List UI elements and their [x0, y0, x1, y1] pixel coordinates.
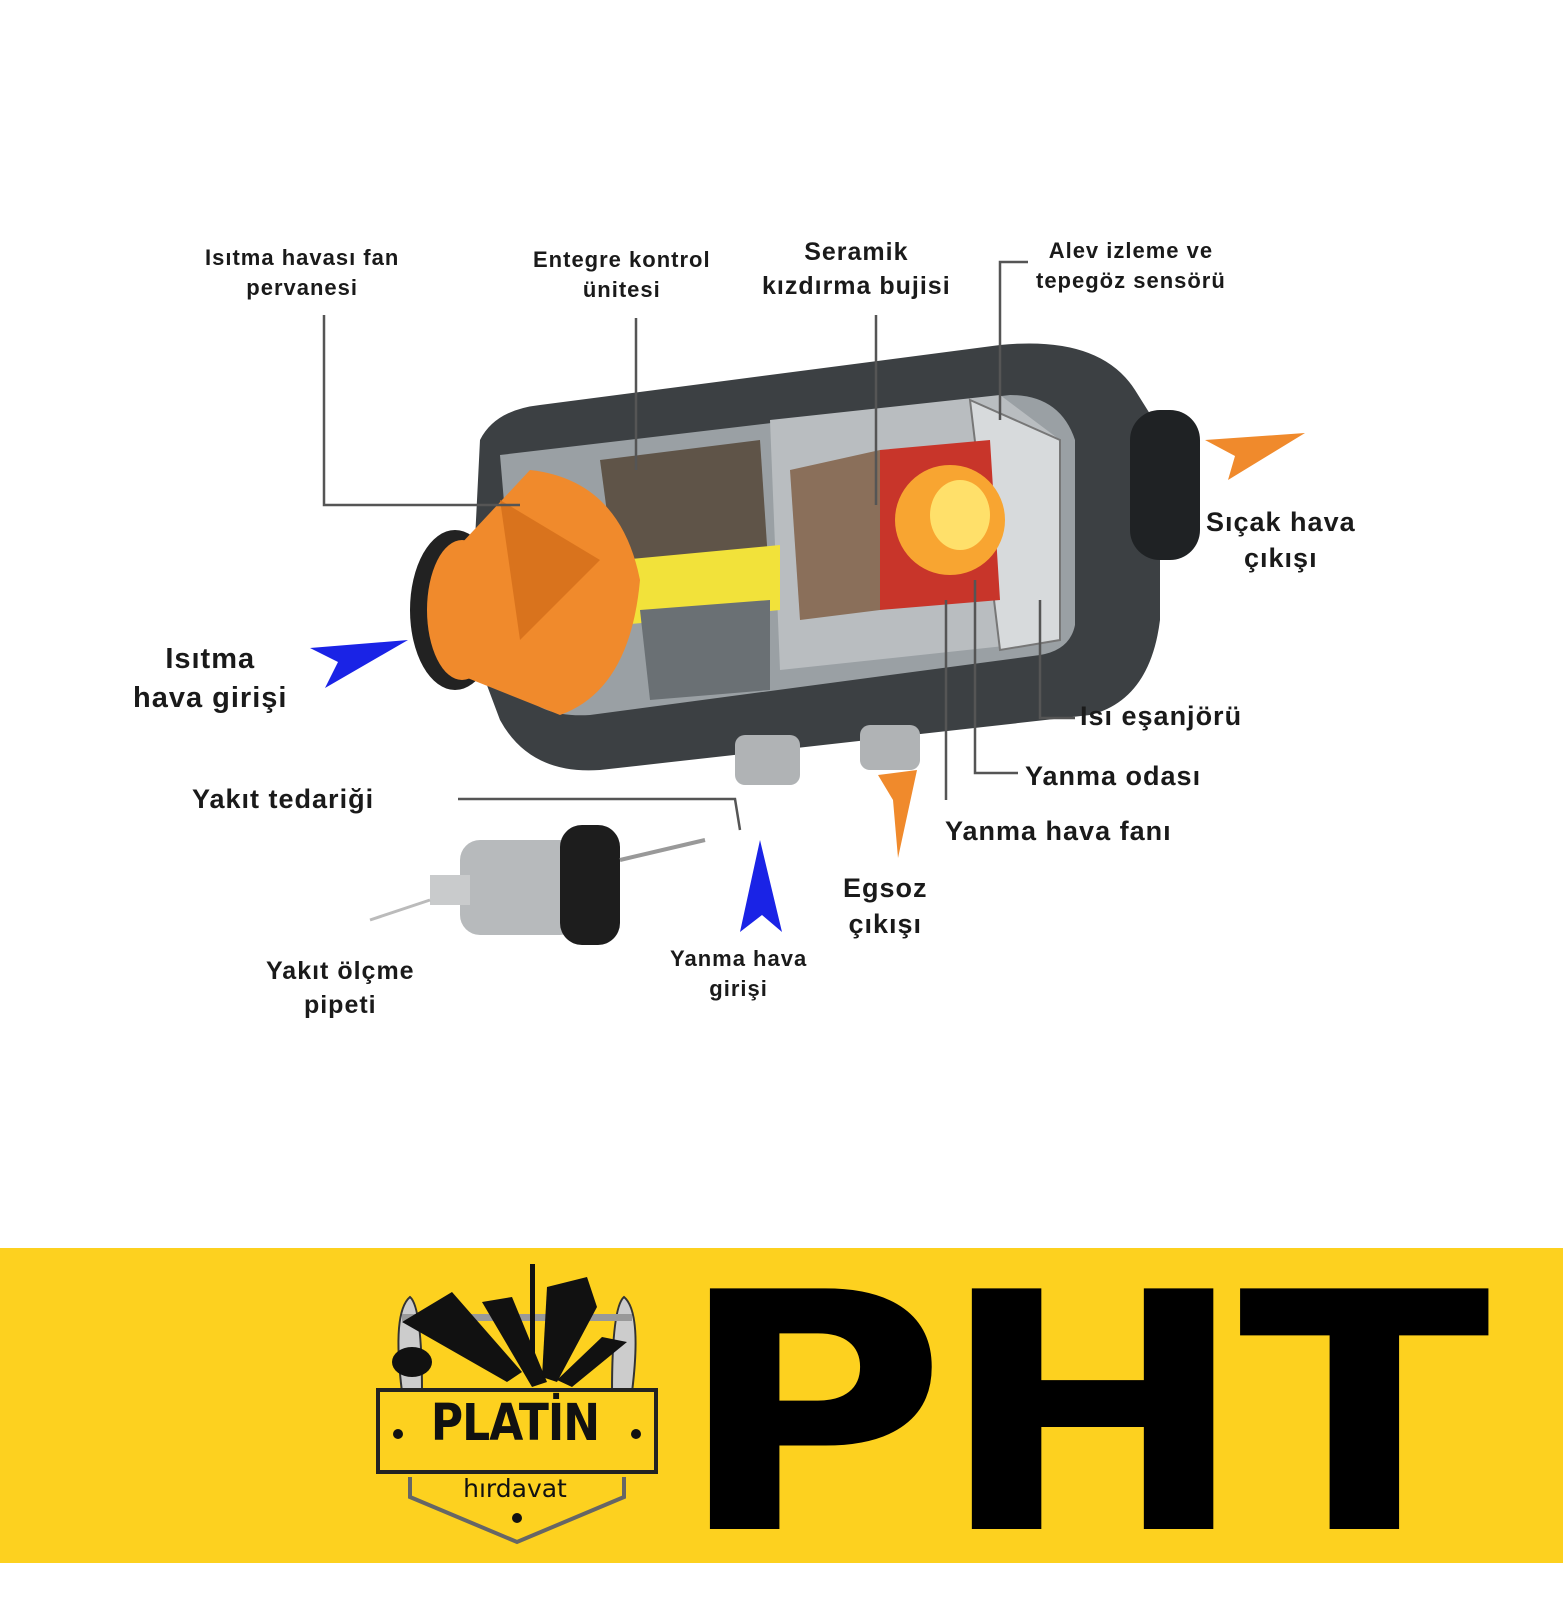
label-fuel-supply: Yakıt tedariği	[192, 784, 375, 814]
label-flame-sensor: Alev izleme ve tepegöz sensörü	[1036, 236, 1226, 295]
platin-hirdavat-logo	[376, 1264, 658, 1545]
combustion-air-inlet-arrow	[740, 840, 782, 932]
brand-footer	[0, 1248, 1563, 1563]
label-line: kızdırma bujisi	[762, 271, 951, 300]
heater-body	[470, 343, 1200, 785]
label-control-unit: Entegre kontrol ünitesi	[533, 245, 711, 304]
label-line: tepegöz sensörü	[1036, 267, 1226, 293]
logo-name: PLATİN	[430, 1394, 600, 1453]
label-line: girişi	[709, 975, 768, 1001]
label-line: Sıçak hava	[1206, 507, 1356, 537]
label-fan-impeller: Isıtma havası fan pervanesi	[205, 243, 399, 302]
label-line: pervanesi	[246, 274, 359, 300]
label-combustion-chamber: Yanma odası	[1025, 761, 1202, 791]
brand-name: PHT	[676, 1223, 1490, 1607]
label-fuel-metering-pump: Yakıt ölçme pipeti	[266, 955, 415, 1023]
heating-air-inlet-arrow	[310, 640, 408, 688]
label-exhaust-outlet: Egsoz çıkışı	[843, 870, 928, 943]
fan-impeller	[410, 470, 640, 715]
label-line: Seramik	[804, 238, 909, 266]
logo-subtitle: hırdavat	[463, 1474, 567, 1503]
label-glow-plug: Seramik kızdırma bujisi	[762, 236, 951, 304]
label-line: hava girişi	[133, 682, 288, 715]
label-line: çıkışı	[1244, 543, 1318, 574]
label-line: Yakıt ölçme	[266, 957, 415, 985]
label-line: Yanma hava	[670, 946, 808, 971]
label-heat-exchanger: Isı eşanjörü	[1080, 701, 1243, 731]
label-line: Egsoz	[843, 873, 928, 903]
exhaust-arrow	[878, 770, 917, 858]
fuel-metering-pump	[369, 825, 706, 945]
label-line: Alev izleme ve	[1048, 238, 1214, 263]
label-combustion-air-inlet: Yanma hava girişi	[670, 944, 807, 1003]
heater-diagram	[310, 260, 1305, 945]
label-line: Isıtma havası fan	[205, 245, 400, 270]
label-hot-air-outlet: Sıçak hava çıkışı	[1206, 504, 1356, 577]
leader-lines	[322, 260, 1075, 831]
hot-air-outlet-arrow	[1205, 433, 1305, 480]
label-line: çıkışı	[848, 909, 923, 940]
label-line: pipeti	[303, 990, 377, 1019]
label-heating-air-inlet: Isıtma hava girişi	[133, 640, 287, 718]
label-combustion-air-fan: Yanma hava fanı	[945, 816, 1172, 846]
label-line: Entegre kontrol	[533, 247, 711, 272]
label-line: ünitesi	[582, 276, 661, 302]
label-line: Isıtma	[165, 643, 256, 675]
